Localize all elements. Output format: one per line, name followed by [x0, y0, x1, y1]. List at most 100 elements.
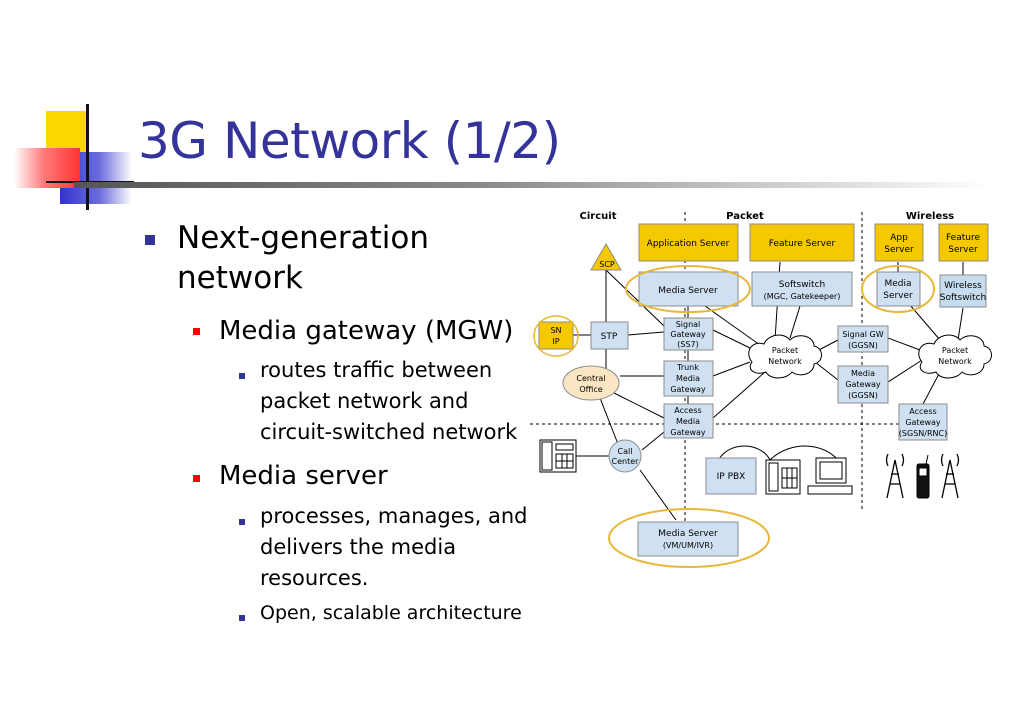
svg-text:Media: Media [676, 417, 700, 426]
svg-text:Network: Network [768, 357, 802, 366]
svg-text:Softswitch: Softswitch [779, 280, 826, 290]
bullet-line: Next-generation [177, 220, 429, 256]
network-diagram: Circuit Packet Wireless [530, 211, 992, 568]
bullet-marker-l3 [239, 519, 245, 525]
bullet-line: network [177, 260, 303, 296]
node-scp: SCP [590, 242, 622, 271]
node-wireless-feature-server: Feature Server [938, 223, 989, 262]
section-label-packet: Packet [726, 211, 764, 222]
svg-text:Feature: Feature [946, 233, 980, 243]
bullet-marker-l3 [239, 615, 245, 621]
bullet-line: resources. [260, 566, 369, 590]
bullet-ms-description: processes, manages, and delivers the med… [260, 501, 527, 594]
svg-text:(VM/UM/IVR): (VM/UM/IVR) [663, 541, 713, 550]
svg-text:Media: Media [884, 279, 911, 289]
node-ip-pbx: IP PBX [705, 457, 757, 495]
bullet-marker-l2 [193, 475, 200, 482]
computer-icon [807, 457, 853, 495]
bullet-marker-l3 [239, 373, 245, 379]
node-wireless-media-server: Media Server [876, 271, 921, 307]
svg-text:Media Server: Media Server [658, 286, 718, 296]
section-label-circuit: Circuit [580, 211, 617, 222]
node-media-server: Media Server [638, 271, 739, 307]
bullet-marker-l2 [193, 328, 200, 335]
svg-text:Media Server: Media Server [658, 529, 718, 539]
svg-text:Gateway: Gateway [670, 330, 706, 339]
bullet-line: delivers the media [260, 535, 457, 559]
node-signal-gateway: Signal Gateway (SS7) [663, 317, 714, 351]
svg-text:Application Server: Application Server [647, 239, 730, 249]
node-media-gateway-ggsn: Media Gateway (GGSN) [837, 365, 889, 404]
node-stp: STP [590, 321, 629, 350]
decor-vertical-line [86, 104, 89, 210]
node-packet-network-2: Packet Network [918, 334, 992, 379]
svg-text:Packet: Packet [942, 346, 968, 355]
node-sn-ip: SN IP [538, 321, 574, 350]
node-application-server: Application Server [638, 223, 739, 262]
svg-text:Office: Office [579, 385, 602, 394]
bullet-marker-l1 [145, 235, 155, 245]
node-bottom-media-server: Media Server (VM/UM/IVR) [637, 521, 739, 557]
node-signal-gw-ggsn: Signal GW (GGSN) [837, 325, 889, 353]
bullet-mgw-description: routes traffic between packet network an… [260, 355, 517, 448]
node-trunk-media-gateway: Trunk Media Gateway [663, 360, 714, 397]
svg-text:SN: SN [550, 326, 561, 335]
highlight-ellipse-media-server [625, 265, 751, 313]
svg-text:Media: Media [851, 369, 875, 378]
cellphone-icon [916, 454, 930, 499]
svg-text:(SS7): (SS7) [677, 340, 699, 349]
node-access-gateway: Access Gateway (SGSN/RNC) [898, 403, 948, 441]
highlight-ellipse-sn-ip [533, 315, 579, 357]
telephone-icon [539, 439, 577, 473]
svg-text:Gateway: Gateway [905, 418, 941, 427]
svg-text:Gateway: Gateway [845, 380, 881, 389]
svg-text:App: App [890, 233, 908, 243]
svg-text:Packet: Packet [772, 346, 798, 355]
connection-lines [573, 261, 964, 521]
svg-text:(GGSN): (GGSN) [848, 341, 878, 350]
node-packet-network-1: Packet Network [748, 334, 822, 379]
bullet-line: circuit-switched network [260, 420, 518, 444]
svg-text:(MGC, Gatekeeper): (MGC, Gatekeeper) [764, 292, 841, 301]
cell-tower-icon [885, 453, 905, 499]
svg-text:Center: Center [612, 457, 640, 466]
svg-text:Signal: Signal [676, 320, 701, 329]
bullet-line: routes traffic between [260, 358, 493, 382]
svg-text:(GGSN): (GGSN) [848, 391, 878, 400]
svg-text:Central: Central [576, 374, 605, 383]
svg-text:SCP: SCP [599, 260, 615, 269]
node-wireless-app-server: App Server [874, 223, 924, 262]
svg-text:IP PBX: IP PBX [717, 472, 746, 482]
decor-yellow-square [46, 111, 88, 153]
page-title: 3G Network (1/2) [138, 112, 561, 170]
highlight-ellipse-wireless-media-server [861, 265, 935, 313]
bullet-line: processes, manages, and [260, 504, 528, 528]
svg-text:IP: IP [552, 337, 559, 346]
node-feature-server: Feature Server [749, 223, 855, 262]
svg-text:Trunk: Trunk [676, 363, 699, 372]
svg-text:Call: Call [618, 447, 633, 456]
bullet-line: packet network and [260, 389, 469, 413]
ip-phone-icon [765, 459, 801, 495]
svg-text:Softswitch: Softswitch [940, 293, 987, 303]
svg-text:Server: Server [883, 291, 913, 301]
svg-text:Access: Access [909, 407, 936, 416]
bullet-open-architecture: Open, scalable architecture [260, 602, 522, 624]
svg-text:Access: Access [674, 406, 701, 415]
node-call-center: Call Center [608, 439, 642, 473]
section-label-wireless: Wireless [906, 211, 954, 222]
title-rule [74, 182, 989, 188]
highlight-ellipse-bottom-media-server [608, 508, 770, 568]
svg-text:Gateway: Gateway [670, 385, 706, 394]
svg-text:Wireless: Wireless [944, 281, 982, 291]
svg-text:(SGSN/RNC): (SGSN/RNC) [899, 429, 947, 438]
svg-text:Signal GW: Signal GW [842, 330, 883, 339]
node-central-office: Central Office [562, 365, 620, 401]
svg-text:Gateway: Gateway [670, 428, 706, 437]
node-access-media-gateway: Access Media Gateway [663, 403, 714, 439]
svg-text:Network: Network [938, 357, 972, 366]
bullet-media-gateway: Media gateway (MGW) [219, 316, 514, 346]
bullet-media-server: Media server [219, 461, 388, 491]
bullet-next-generation: Next-generation network [177, 218, 429, 298]
